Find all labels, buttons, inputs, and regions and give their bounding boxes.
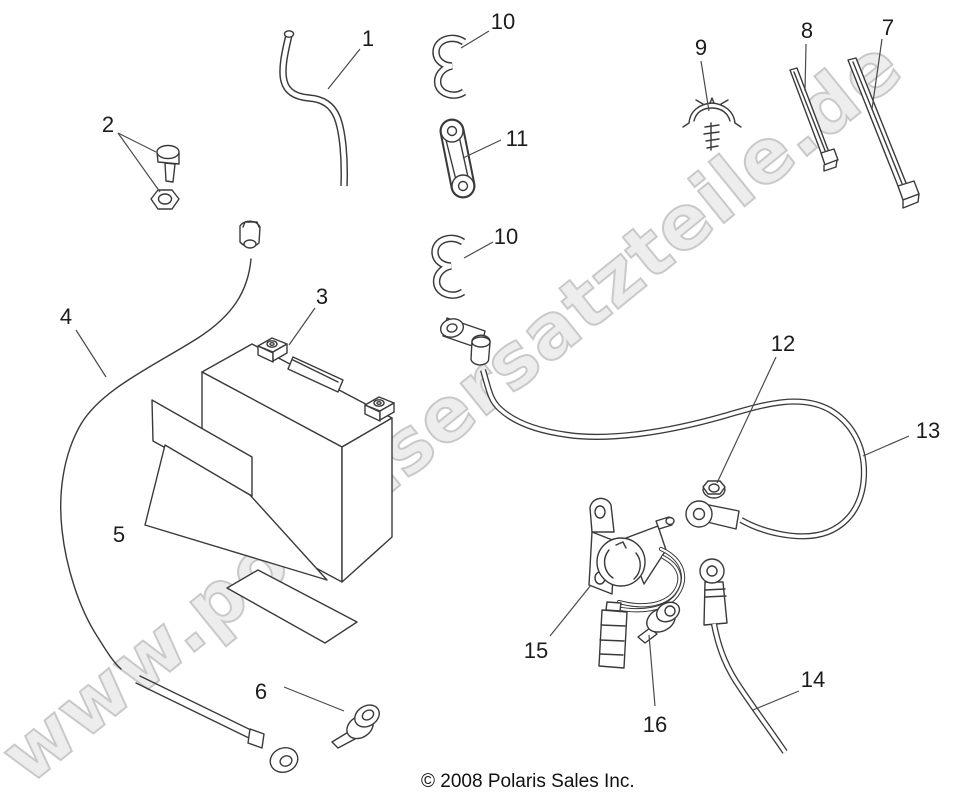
part-push-clip [682, 97, 742, 151]
part-bolt-and-nut [150, 144, 180, 210]
leader-line [327, 48, 361, 90]
callout-5: 5 [112, 522, 126, 547]
leader-line [463, 241, 494, 259]
callout-9: 9 [694, 35, 708, 60]
callout-1: 1 [361, 26, 375, 51]
part-terminal-link [439, 118, 476, 199]
leader-line [117, 132, 157, 153]
part-vent-tube [279, 30, 348, 187]
callout-4: 4 [59, 304, 73, 329]
callout-7: 7 [881, 15, 895, 40]
callout-13: 13 [915, 418, 941, 443]
copyright-text: © 2008 Polaris Sales Inc. [421, 771, 635, 792]
leader-line [871, 38, 883, 110]
callout-12: 12 [770, 331, 796, 356]
leader-line [462, 139, 502, 159]
callout-16: 16 [642, 712, 668, 737]
leader-line [716, 356, 777, 484]
leader-lines [75, 30, 910, 712]
part-battery-cable [60, 258, 299, 774]
callout-11: 11 [505, 126, 529, 151]
leader-line [648, 634, 656, 707]
part-flange-bolt [637, 601, 681, 644]
leader-line [283, 686, 345, 712]
callout-10-bottom: 10 [493, 224, 519, 249]
callout-15: 15 [523, 638, 549, 663]
leader-line [288, 307, 316, 346]
part-cable-tie-long [847, 57, 920, 209]
part-positive-cable [439, 317, 868, 540]
part-hex-bolt [331, 704, 380, 749]
callout-8: 8 [800, 18, 814, 43]
part-nut [702, 480, 726, 499]
callout-2: 2 [101, 112, 115, 137]
leader-line [752, 690, 800, 711]
part-ground-cable [699, 558, 788, 754]
part-c-clip-bottom [435, 238, 463, 295]
callout-10-top: 10 [490, 9, 516, 34]
leader-line [862, 435, 910, 457]
callout-3: 3 [315, 284, 329, 309]
part-terminal-boot [239, 220, 261, 249]
leader-line [700, 60, 710, 112]
leader-line [804, 43, 807, 92]
leader-line [117, 132, 161, 193]
part-accessory-outlet [588, 497, 686, 669]
part-battery [201, 337, 395, 583]
callout-6: 6 [254, 679, 268, 704]
callout-14: 14 [800, 667, 826, 692]
leader-line [549, 584, 592, 637]
part-c-clip-top [432, 34, 467, 99]
leader-line [460, 30, 490, 49]
part-battery-strap [144, 399, 358, 644]
part-cable-tie-short [789, 67, 839, 172]
leader-line [75, 329, 107, 378]
